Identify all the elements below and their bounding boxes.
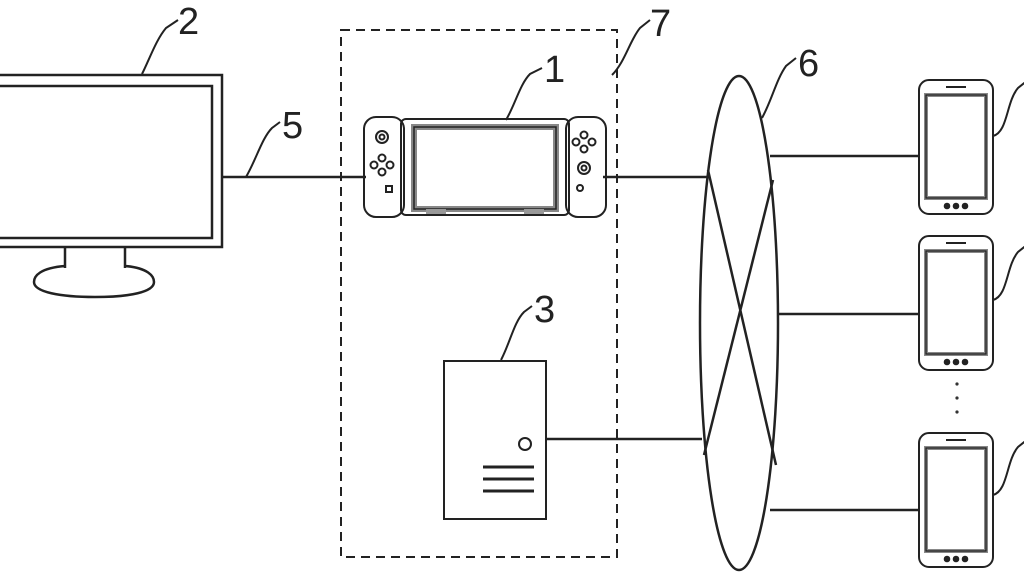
- label-server: 3: [534, 289, 555, 331]
- phone-screen: [924, 249, 988, 356]
- capture-button: [385, 185, 393, 193]
- console-body: [400, 118, 570, 216]
- phone-ellipsis-dots: [955, 382, 959, 414]
- network-cloud: [698, 74, 780, 572]
- left-controller: [363, 116, 405, 218]
- leader-lines: [141, 19, 797, 361]
- label-system-boundary: 7: [650, 3, 671, 45]
- monitor-screen: [0, 84, 214, 240]
- system-boundary-box: [340, 29, 618, 558]
- right-controller: [565, 116, 607, 218]
- right-stick-icon: [577, 161, 591, 175]
- label-cable: 5: [282, 105, 303, 147]
- monitor-stand-base: [32, 264, 156, 299]
- smartphone: [918, 432, 1024, 568]
- game-device: [363, 116, 607, 218]
- dpad-button: [369, 160, 379, 170]
- home-button: [576, 184, 584, 192]
- monitor-bezel: [0, 73, 224, 249]
- label-game-device: 1: [544, 49, 565, 91]
- network-crossline: [706, 169, 778, 466]
- phone-screen: [924, 446, 988, 553]
- smartphone: [918, 79, 1024, 215]
- smartphone: [918, 235, 1024, 371]
- console-screen: [411, 124, 559, 212]
- label-network: 6: [798, 43, 819, 85]
- label-monitor: 2: [178, 1, 199, 43]
- left-stick-icon: [375, 130, 389, 144]
- abxy-button: [579, 130, 589, 140]
- network-ellipse: [698, 74, 780, 572]
- server-power-led: [518, 437, 532, 451]
- phone-screen: [924, 93, 988, 200]
- server: [443, 360, 547, 520]
- monitor: [0, 73, 224, 299]
- monitor-neck: [63, 248, 127, 268]
